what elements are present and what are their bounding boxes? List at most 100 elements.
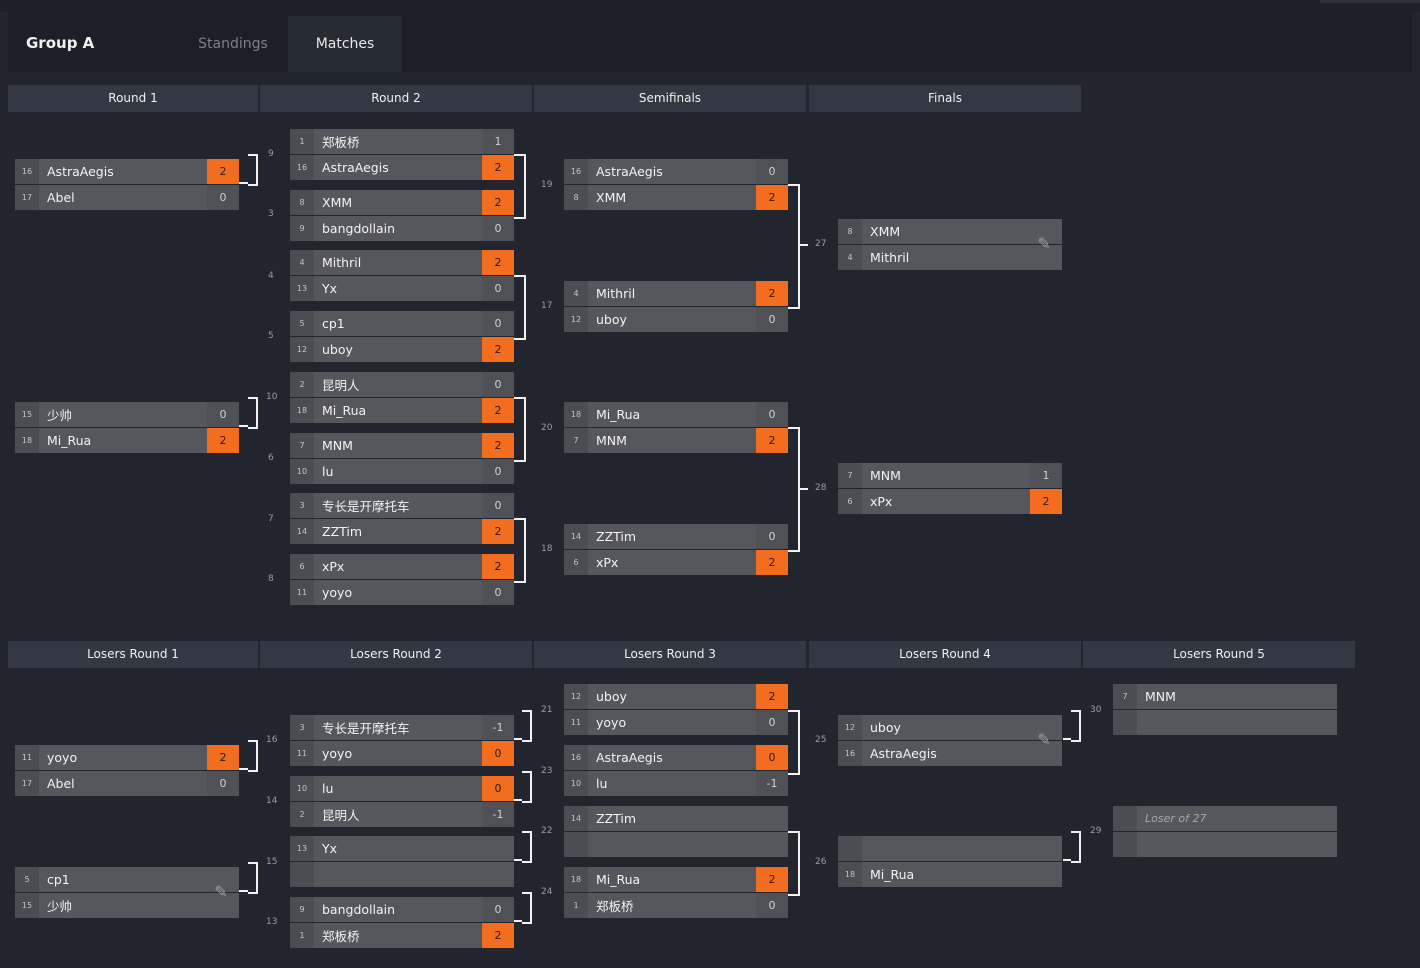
edit-icon[interactable]: ✎: [1037, 234, 1051, 253]
participant-slot[interactable]: [290, 862, 514, 887]
seed-number: 1: [290, 923, 314, 948]
edit-icon[interactable]: ✎: [214, 882, 228, 901]
participant-name: xPx: [322, 559, 345, 574]
participant-slot[interactable]: [1113, 710, 1337, 735]
bracket-connector: [788, 184, 800, 309]
match-card[interactable]: Loser of 27: [1113, 806, 1337, 857]
participant-slot[interactable]: Loser of 27: [1113, 806, 1337, 831]
round-header-semifinals: Semifinals: [534, 85, 806, 112]
participant-slot[interactable]: [564, 832, 788, 857]
participant-slot[interactable]: [1113, 832, 1337, 857]
edit-icon[interactable]: ✎: [1037, 730, 1051, 749]
tab-standings[interactable]: Standings: [198, 36, 268, 52]
participant-slot[interactable]: [838, 836, 1062, 861]
tab-matches[interactable]: Matches: [288, 16, 402, 72]
seed-number: 14: [564, 524, 588, 549]
